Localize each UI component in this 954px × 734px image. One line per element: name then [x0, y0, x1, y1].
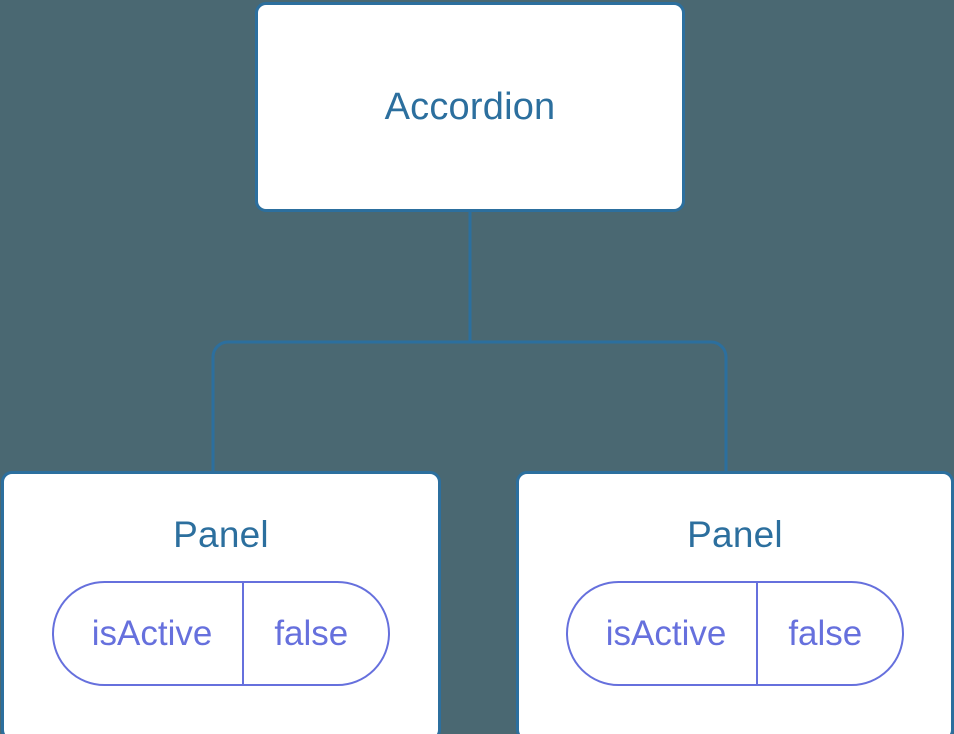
- state-key-isactive: isActive: [54, 583, 245, 684]
- state-badge-panel-1[interactable]: isActive false: [51, 581, 391, 686]
- state-badge-panel-2[interactable]: isActive false: [565, 581, 905, 686]
- state-key-isactive: isActive: [568, 583, 759, 684]
- node-panel-1-title: Panel: [173, 514, 269, 555]
- node-panel-2[interactable]: Panel isActive false: [516, 471, 954, 734]
- state-value-isactive: false: [788, 614, 863, 653]
- edge-root-to-children: [211, 211, 728, 471]
- node-panel-2-title: Panel: [687, 514, 783, 555]
- node-panel-1[interactable]: Panel isActive false: [1, 471, 441, 734]
- node-accordion[interactable]: Accordion: [255, 2, 685, 212]
- state-value-isactive: false: [274, 614, 349, 653]
- node-accordion-title: Accordion: [384, 86, 556, 128]
